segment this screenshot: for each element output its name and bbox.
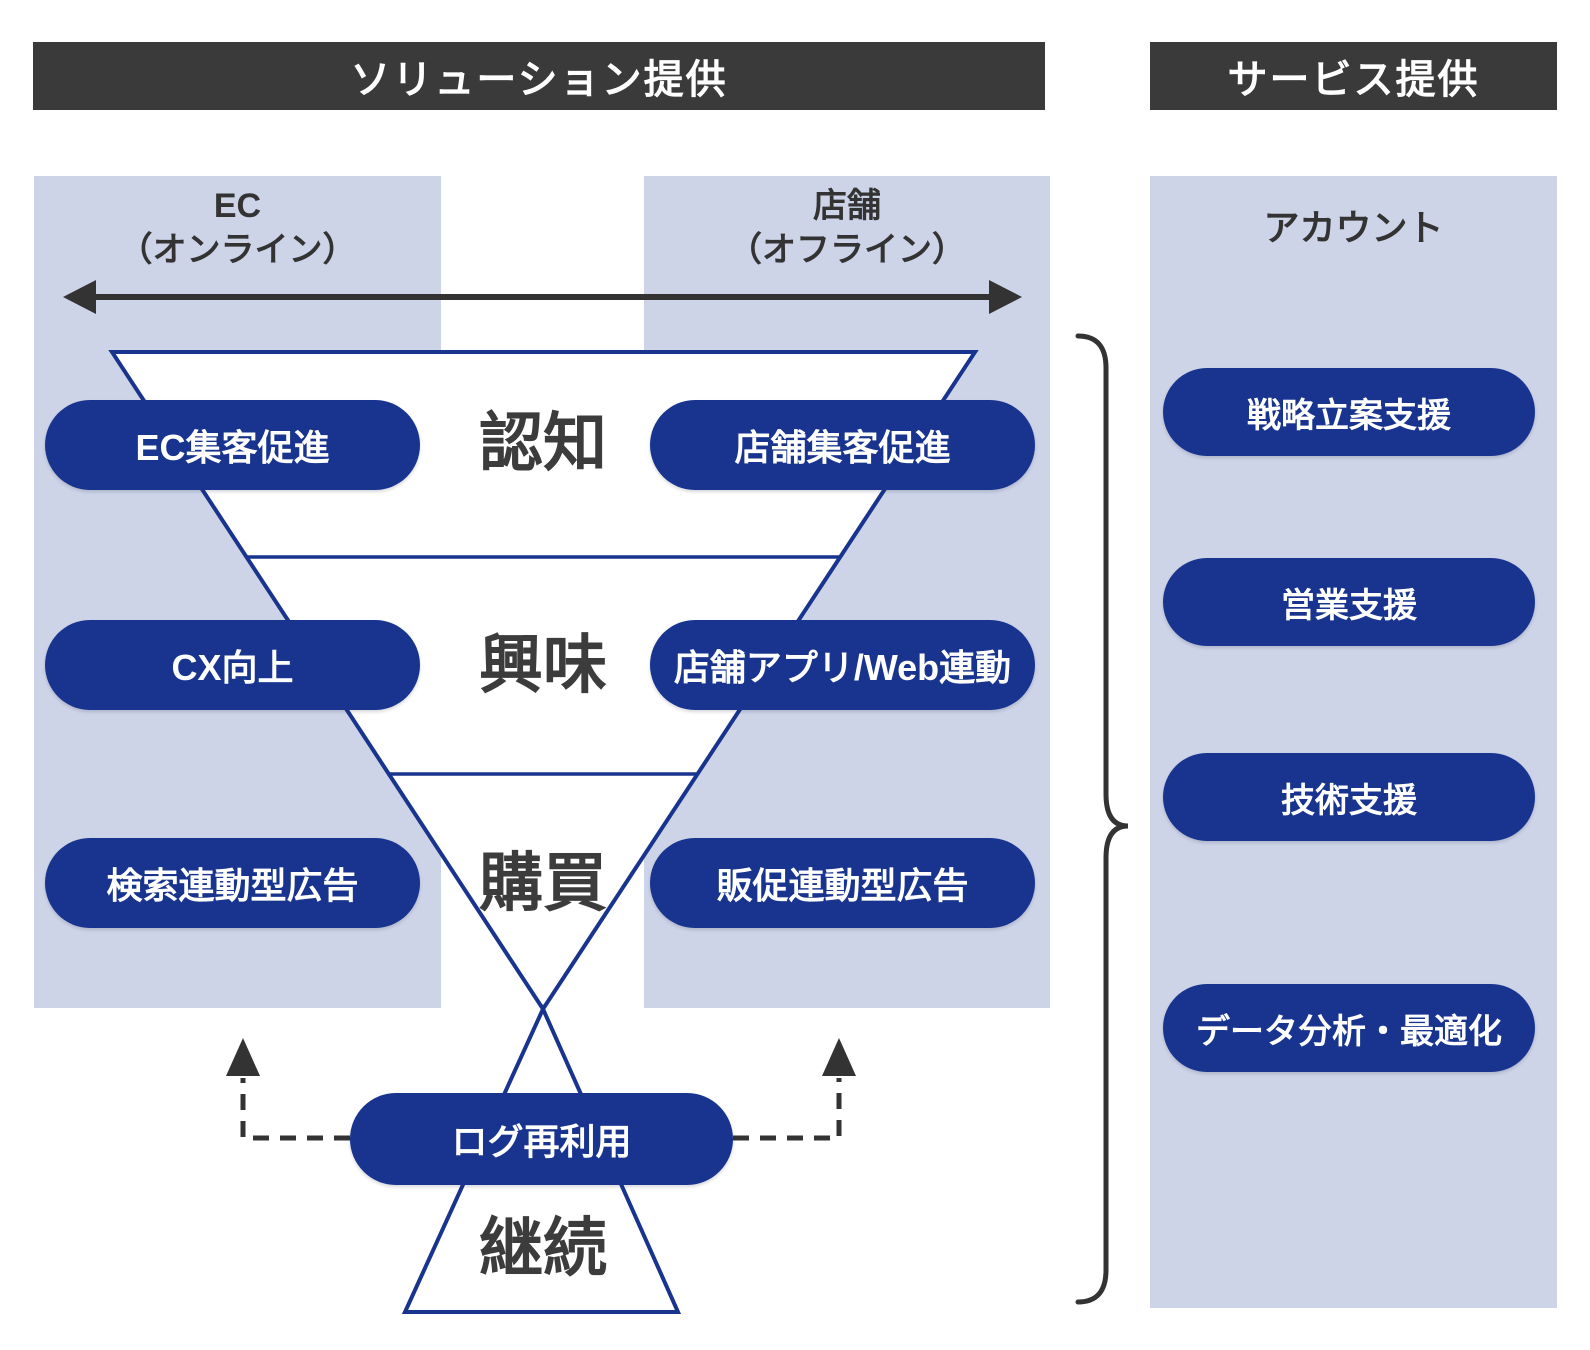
dashed-arrow-right-head-icon xyxy=(822,1038,856,1076)
pill-data-analysis-optimization: データ分析・最適化 xyxy=(1163,984,1535,1072)
ec-label-line2: （オンライン） xyxy=(118,231,357,269)
service-header-label: サービス提供 xyxy=(1227,58,1480,102)
pill-log-reuse: ログ再利用 xyxy=(350,1093,733,1185)
pill-store-attraction: 店舗集客促進 xyxy=(650,400,1035,490)
solution-header-bar: ソリューション提供 xyxy=(33,42,1045,110)
ec-column-label: EC （オンライン） xyxy=(34,184,441,272)
stage-label-retention: 継続 xyxy=(479,1212,607,1284)
service-header-bar: サービス提供 xyxy=(1150,42,1557,110)
account-column-label: アカウント xyxy=(1150,206,1557,250)
store-label-line1: 店舗 xyxy=(813,187,881,225)
arrow-left-head-icon xyxy=(63,280,96,314)
pill-ec-attraction: EC集客促進 xyxy=(45,400,420,490)
store-label-line2: （オフライン） xyxy=(728,231,966,269)
dashed-connector-left xyxy=(240,1078,350,1141)
stage-label-interest: 興味 xyxy=(479,629,607,701)
pill-strategy-support: 戦略立案支援 xyxy=(1163,368,1535,456)
ec-label-line1: EC xyxy=(213,187,262,225)
solution-header-label: ソリューション提供 xyxy=(350,58,728,102)
account-column xyxy=(1150,176,1557,1308)
pill-promo-linked-ads: 販促連動型広告 xyxy=(650,838,1035,928)
account-label-text: アカウント xyxy=(1263,207,1444,248)
pill-store-app-web: 店舗アプリ/Web連動 xyxy=(650,620,1035,710)
pill-search-linked-ads: 検索連動型広告 xyxy=(45,838,420,928)
pill-technical-support: 技術支援 xyxy=(1163,753,1535,841)
dashed-connector-right xyxy=(733,1078,842,1141)
stage-label-awareness: 認知 xyxy=(479,407,607,479)
pill-cx-improvement: CX向上 xyxy=(45,620,420,710)
grouping-brace xyxy=(1075,333,1129,1305)
arrow-right-head-icon xyxy=(989,280,1022,314)
stage-label-purchase: 購買 xyxy=(479,847,607,919)
store-column-label: 店舗 （オフライン） xyxy=(644,184,1050,272)
pill-sales-support: 営業支援 xyxy=(1163,558,1535,646)
dashed-arrow-left-head-icon xyxy=(226,1038,260,1076)
